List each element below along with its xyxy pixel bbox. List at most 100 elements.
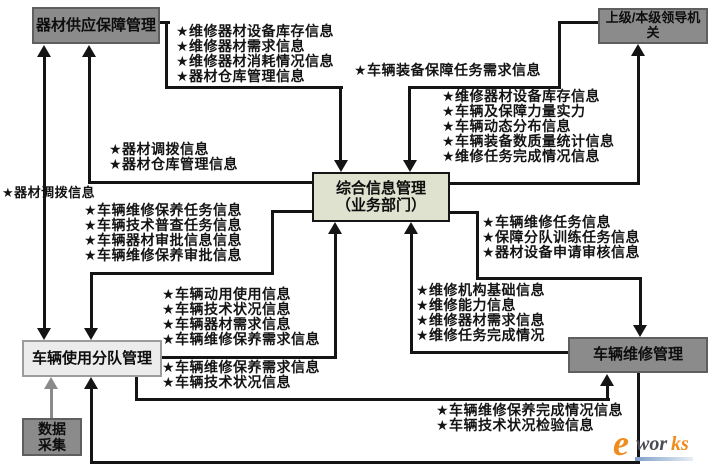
flow-label-item: ★车辆动态分布信息 bbox=[442, 118, 572, 134]
node-leadership: 上级/本级领导机关 bbox=[598, 8, 708, 44]
connector-subunit-to-center-seg2 bbox=[334, 233, 337, 359]
connector-maintenance-to-subunit-seg2 bbox=[90, 461, 640, 464]
flow-labels-center-to-supply: ★器材调拨信息★器材仓库管理信息 bbox=[109, 142, 238, 172]
arrowhead-into-center-bottom-right bbox=[404, 222, 418, 234]
connector-leadership-to-center-seg2 bbox=[558, 21, 561, 89]
node-maintenance-label: 车辆维修管理 bbox=[592, 346, 683, 364]
connector-subunit-to-maintenance-seg1 bbox=[135, 377, 138, 401]
connector-supply-to-center-seg3 bbox=[165, 86, 343, 89]
node-data-collection-label-line2: 采集 bbox=[38, 437, 66, 453]
connector-center-to-leadership-seg1 bbox=[450, 182, 640, 185]
connector-subunit-to-maintenance-seg3 bbox=[606, 386, 609, 401]
connector-supply-to-center-seg2 bbox=[165, 21, 168, 89]
connector-center-to-supply-seg1 bbox=[88, 181, 312, 184]
arrowhead-into-center-top-right bbox=[403, 160, 417, 172]
flow-label-item: ★保障分队训练任务信息 bbox=[482, 229, 641, 245]
flow-label-item: ★维修器材消耗情况信息 bbox=[176, 53, 335, 69]
arrowhead-into-subunit-bottom bbox=[84, 377, 98, 389]
node-supply-management: 器材供应保障管理 bbox=[32, 7, 160, 44]
flow-label-item: ★维修器材设备库存信息 bbox=[442, 88, 601, 104]
flow-labels-subunit-to-center: ★车辆动用使用信息★车辆技术状况信息★车辆器材需求信息★车辆维修保养需求信息 bbox=[162, 287, 320, 347]
flow-label-item: ★车辆维修保养需求信息 bbox=[162, 331, 321, 347]
flow-label-item: ★车辆动用使用信息 bbox=[162, 286, 292, 302]
connector-datacollection-to-subunit bbox=[50, 389, 53, 418]
flow-label-item: ★器材仓库管理信息 bbox=[109, 156, 239, 172]
flow-label-item: ★维修任务完成情况 bbox=[416, 327, 546, 343]
flow-label-item: ★器材调拨信息 bbox=[109, 141, 210, 157]
connector-leadership-to-center-seg4 bbox=[408, 86, 411, 161]
flow-label-item: ★维修器材需求信息 bbox=[176, 38, 306, 54]
arrowhead-into-subunit-bottom-gray bbox=[44, 377, 58, 389]
flow-label-item: ★车辆器材审批信息信息 bbox=[84, 232, 243, 248]
connector-center-to-subunit-seg4 bbox=[90, 272, 93, 329]
connector-leadership-to-center-seg3 bbox=[408, 86, 561, 89]
flow-labels-center-to-maintenance: ★车辆维修任务信息★保障分队训练任务信息★器材设备申请审核信息 bbox=[482, 215, 640, 260]
connector-center-to-maintenance-seg3 bbox=[476, 277, 642, 280]
arrowhead-into-center-top-left bbox=[334, 160, 348, 172]
flow-labels-maintenance-to-center: ★维修机构基础信息★维修能力信息★维修器材需求信息★维修任务完成情况 bbox=[416, 283, 545, 343]
node-supply-management-label: 器材供应保障管理 bbox=[35, 16, 156, 34]
node-center-label-line1: 综合信息管理 bbox=[335, 179, 426, 197]
flow-label-item: ★车辆维修保养完成情况信息 bbox=[436, 402, 624, 418]
connector-center-to-leadership-seg2 bbox=[637, 55, 640, 185]
flow-labels-center-to-subunit: ★车辆维修保养任务信息★车辆技术普查任务信息★车辆器材审批信息信息★车辆维修保养… bbox=[84, 203, 242, 263]
flow-label-item: ★车辆维修保养需求信息 bbox=[162, 359, 321, 375]
flow-label-item: ★器材调拨信息 bbox=[2, 185, 96, 200]
connector-maintenance-to-center-seg1 bbox=[413, 351, 568, 354]
arrowhead-into-maintenance-top bbox=[633, 325, 647, 337]
node-data-collection-label-line1: 数据 bbox=[38, 420, 66, 437]
connector-center-to-supply-seg2 bbox=[88, 56, 91, 184]
node-vehicle-subunit-management: 车辆使用分队管理 bbox=[22, 340, 162, 377]
eworks-logo-text-orange: ks bbox=[671, 433, 689, 455]
arrowhead-into-center-bottom-left bbox=[328, 222, 342, 234]
flow-label-item: ★车辆技术状况信息 bbox=[162, 374, 292, 390]
eworks-logo-text-dark: wor bbox=[636, 433, 668, 455]
flow-label-item: ★车辆维修保养审批信息 bbox=[84, 247, 243, 263]
flow-label-item: ★维修机构基础信息 bbox=[416, 282, 546, 298]
connector-center-to-maintenance-seg2 bbox=[476, 211, 479, 280]
connector-supply-to-center-seg4 bbox=[339, 86, 342, 161]
flow-labels-leadership-to-center: ★车辆装备保障任务需求信息 bbox=[354, 63, 541, 78]
arrowhead-into-subunit-top-left bbox=[37, 328, 51, 340]
flow-labels-center-to-leadership: ★维修器材设备库存信息★车辆及保障力量实力★车辆动态分布信息★车辆装备数质量统计… bbox=[442, 89, 615, 164]
connector-center-to-maintenance-seg4 bbox=[639, 277, 642, 326]
node-vehicle-maintenance-management: 车辆维修管理 bbox=[568, 337, 708, 373]
connector-supply-subunit-bidirectional bbox=[43, 56, 46, 329]
arrowhead-into-supply-bottom-left bbox=[37, 45, 51, 57]
node-data-collection: 数据 采集 bbox=[22, 418, 82, 456]
eworks-logo-underline bbox=[635, 457, 693, 461]
flow-label-item: ★车辆装备数质量统计信息 bbox=[442, 133, 615, 149]
flow-label-item: ★车辆维修任务信息 bbox=[482, 214, 612, 230]
flow-label-item: ★器材仓库管理信息 bbox=[176, 68, 306, 84]
node-leadership-label: 上级/本级领导机关 bbox=[605, 10, 701, 40]
flow-label-item: ★维修器材设备库存信息 bbox=[176, 23, 335, 39]
eworks-watermark: e wor ks bbox=[613, 423, 713, 466]
arrowhead-into-supply-bottom-right bbox=[82, 45, 96, 57]
node-center-label-line2: （业务部门） bbox=[335, 197, 426, 214]
node-integrated-info-management: 综合信息管理 （业务部门） bbox=[312, 172, 450, 222]
flow-label-item: ★车辆技术状况检验信息 bbox=[436, 417, 595, 433]
arrowhead-into-leadership-bottom bbox=[631, 44, 645, 56]
flow-labels-maintenance-to-subunit: ★车辆维修保养完成情况信息★车辆技术状况检验信息 bbox=[436, 403, 623, 433]
arrowhead-into-maintenance-bottom bbox=[600, 374, 614, 386]
arrowhead-into-subunit-top-right bbox=[84, 328, 98, 340]
flow-label-item: ★维修任务完成情况信息 bbox=[442, 148, 601, 164]
connector-maintenance-to-subunit-seg3 bbox=[90, 388, 93, 464]
flow-labels-supply-to-center: ★维修器材设备库存信息★维修器材需求信息★维修器材消耗情况信息★器材仓库管理信息 bbox=[176, 24, 334, 84]
flow-label-item: ★维修能力信息 bbox=[416, 297, 517, 313]
flow-label-item: ★车辆技术状况信息 bbox=[162, 301, 292, 317]
connector-subunit-to-maintenance-seg2 bbox=[135, 398, 610, 401]
connector-maintenance-to-subunit-seg1 bbox=[637, 373, 640, 464]
connector-maintenance-to-center-seg2 bbox=[410, 233, 413, 354]
flow-labels-supply-subunit: ★器材调拨信息 bbox=[2, 185, 95, 200]
connector-center-to-subunit-seg2 bbox=[271, 210, 274, 275]
eworks-logo-e-glyph: e bbox=[613, 423, 629, 463]
flow-label-item: ★车辆器材需求信息 bbox=[162, 316, 292, 332]
flow-label-item: ★车辆维修保养任务信息 bbox=[84, 202, 243, 218]
flow-label-item: ★维修器材需求信息 bbox=[416, 312, 546, 328]
connector-subunit-to-center-seg1 bbox=[161, 356, 337, 359]
flow-label-item: ★车辆装备保障任务需求信息 bbox=[354, 62, 542, 78]
flow-label-item: ★器材设备申请审核信息 bbox=[482, 244, 641, 260]
connector-leadership-to-center-seg1 bbox=[558, 21, 602, 24]
